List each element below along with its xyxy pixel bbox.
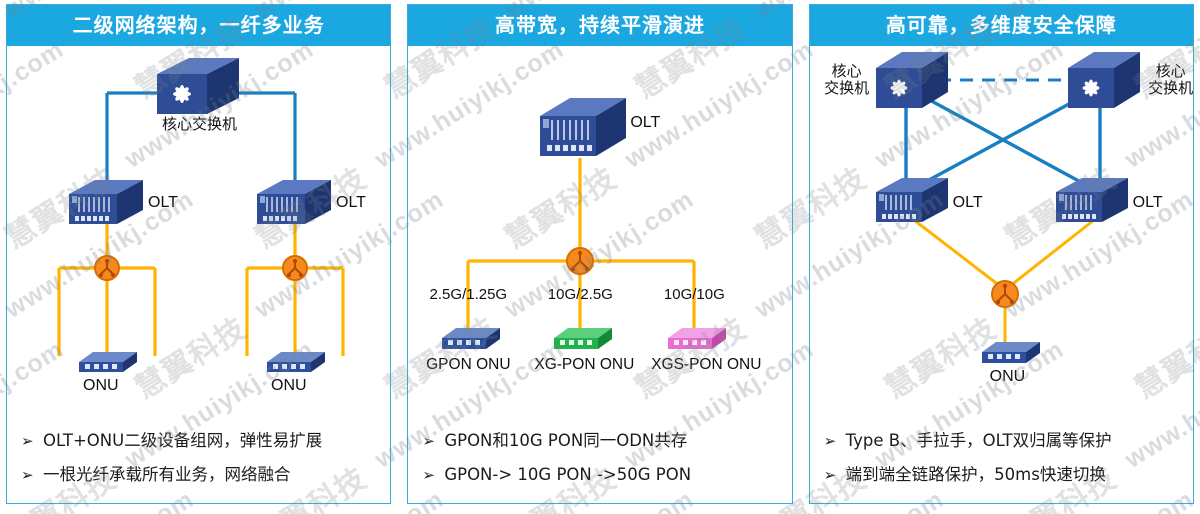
- orange-fiber-group-right: [245, 222, 345, 356]
- olt-icon-left-3: [875, 178, 948, 222]
- panel-3-title: 高可靠，多维度安全保障: [809, 5, 1193, 46]
- core-switch-icon-left: [875, 52, 948, 108]
- orange-fiber-group-2: [466, 158, 696, 331]
- panel-3-bullets: ➢ Type B、手拉手，OLT双归属等保护 ➢ 端到端全链路保护，50ms快速…: [810, 418, 1193, 503]
- label-olt-left-3: OLT: [952, 194, 983, 211]
- link-core-left-to-olt-right: [924, 96, 1089, 188]
- bullet-text: GPON-> 10G PON ->50G PON: [444, 465, 692, 485]
- label-core-switch-left: 核心 交换机: [824, 62, 870, 98]
- panel-1-diagram: 核心交换机 OLT OLT ONU ONU: [7, 46, 390, 418]
- diagram-canvas-2: OLT 2.5G/1.25G 10G/2.5G 10G/10G GPON ONU…: [408, 46, 791, 418]
- bullet-item: ➢ Type B、手拉手，OLT双归属等保护: [824, 424, 1189, 459]
- bullet-item: ➢ 一根光纤承载所有业务，网络融合: [21, 458, 386, 493]
- bullet-text: OLT+ONU二级设备组网，弹性易扩展: [43, 430, 323, 450]
- rate-label-xgspon: 10G/10G: [663, 286, 725, 303]
- bullet-arrow-icon: ➢: [422, 466, 435, 485]
- diagram-canvas-1: 核心交换机 OLT OLT ONU ONU: [7, 46, 390, 418]
- bullet-text: GPON和10G PON同一ODN共存: [444, 430, 688, 450]
- panel-high-bandwidth: 高带宽，持续平滑演进: [407, 4, 793, 504]
- onu-icon-xgspon: [668, 328, 727, 349]
- bullet-arrow-icon: ➢: [21, 466, 34, 485]
- splitter-icon-left: [94, 255, 120, 281]
- panel-2-bullets: ➢ GPON和10G PON同一ODN共存 ➢ GPON-> 10G PON -…: [408, 418, 791, 503]
- link-core-right-to-olt-left: [916, 96, 1081, 188]
- splitter-icon-3: [990, 280, 1019, 308]
- rate-label-xgpon: 10G/2.5G: [547, 286, 613, 303]
- bullet-arrow-icon: ➢: [823, 431, 837, 450]
- label-olt-left: OLT: [148, 194, 178, 211]
- panel-3-diagram: 核心 交换机 核心 交换机 OLT OLT ONU: [810, 46, 1193, 418]
- label-onu-3: ONU: [989, 368, 1026, 385]
- bullet-text: Type B、手拉手，OLT双归属等保护: [845, 430, 1112, 450]
- label-onu-left: ONU: [83, 377, 119, 394]
- label-olt: OLT: [630, 114, 661, 131]
- panel-2-title: 高带宽，持续平滑演进: [408, 5, 792, 46]
- onu-icon-gpon: [442, 328, 501, 349]
- fiber-olt-left-to-splitter: [912, 218, 1001, 288]
- bullet-item: ➢ OLT+ONU二级设备组网，弹性易扩展: [21, 424, 386, 459]
- diagram-canvas-3: 核心 交换机 核心 交换机 OLT OLT ONU: [810, 46, 1193, 418]
- panel-two-tier-network: 二级网络架构，一纤多业务: [6, 4, 392, 504]
- device-label-xgspon-onu: XGS-PON ONU: [651, 356, 762, 373]
- splitter-icon-right: [282, 255, 308, 281]
- olt-icon-right-3: [1055, 178, 1128, 222]
- device-label-gpon-onu: GPON ONU: [426, 356, 511, 373]
- topology-svg-3: [875, 52, 1140, 363]
- splitter-icon: [566, 247, 595, 275]
- label-olt-right: OLT: [336, 194, 366, 211]
- bullet-arrow-icon: ➢: [21, 431, 34, 450]
- bullet-item: ➢ 端到端全链路保护，50ms快速切换: [824, 458, 1189, 493]
- fiber-olt-right-to-splitter: [1008, 218, 1095, 288]
- bullet-arrow-icon: ➢: [823, 466, 837, 485]
- panel-2-diagram: OLT 2.5G/1.25G 10G/2.5G 10G/10G GPON ONU…: [408, 46, 791, 418]
- orange-fiber-group-3: [912, 218, 1095, 346]
- core-switch-icon-right: [1067, 52, 1140, 108]
- device-label-xgpon-onu: XG-PON ONU: [534, 356, 635, 373]
- panel-1-bullets: ➢ OLT+ONU二级设备组网，弹性易扩展 ➢ 一根光纤承载所有业务，网络融合: [7, 418, 390, 503]
- olt-icon-right: [257, 180, 331, 224]
- orange-fiber-group-left: [57, 222, 157, 356]
- label-onu-right: ONU: [271, 377, 307, 394]
- topology-svg-1: [57, 58, 345, 372]
- core-switch-icon: [157, 58, 239, 114]
- olt-icon-left: [69, 180, 143, 224]
- onu-icon-3: [981, 342, 1040, 363]
- label-core-switch: 核心交换机: [162, 115, 238, 133]
- bullet-item: ➢ GPON和10G PON同一ODN共存: [422, 424, 787, 459]
- topology-svg-2: [442, 98, 727, 349]
- bullet-text: 一根光纤承载所有业务，网络融合: [43, 465, 291, 485]
- label-core-switch-right: 核心 交换机: [1148, 62, 1194, 98]
- bullet-arrow-icon: ➢: [422, 431, 435, 450]
- panel-high-reliability: 高可靠，多维度安全保障: [808, 4, 1194, 504]
- bullet-text: 端到端全链路保护，50ms快速切换: [845, 465, 1106, 485]
- blue-link-group-3: [903, 96, 1102, 188]
- bullet-item: ➢ GPON-> 10G PON ->50G PON: [422, 458, 787, 493]
- onu-icon-left: [79, 352, 137, 372]
- rate-label-gpon: 2.5G/1.25G: [429, 286, 508, 303]
- panel-1-title: 二级网络架构，一纤多业务: [7, 5, 391, 46]
- onu-icon-right: [267, 352, 325, 372]
- olt-icon: [540, 98, 627, 156]
- onu-icon-xgpon: [554, 328, 613, 349]
- label-olt-right-3: OLT: [1132, 194, 1163, 211]
